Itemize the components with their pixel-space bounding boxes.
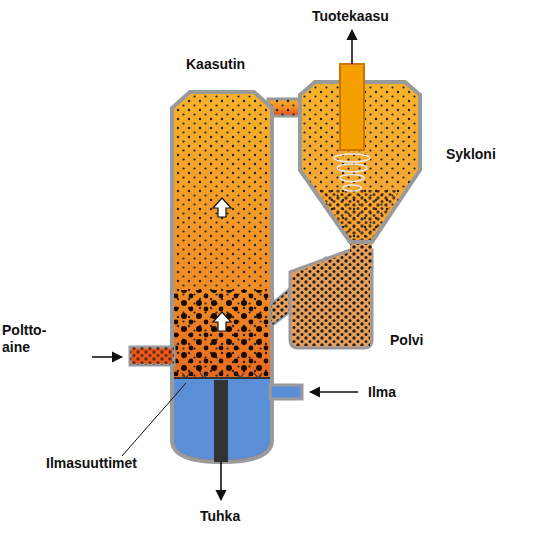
part-label: Poltto- aine bbox=[2, 322, 58, 356]
part-label: Sykloni bbox=[446, 146, 496, 163]
part-label: Ilma bbox=[368, 384, 396, 401]
part-label: Tuhka bbox=[200, 508, 240, 525]
part-label: Polvi bbox=[390, 332, 423, 349]
part-label: Tuotekaasu bbox=[312, 8, 389, 25]
part-label: Ilmasuuttimet bbox=[46, 455, 137, 472]
part-label: Kaasutin bbox=[186, 56, 245, 73]
